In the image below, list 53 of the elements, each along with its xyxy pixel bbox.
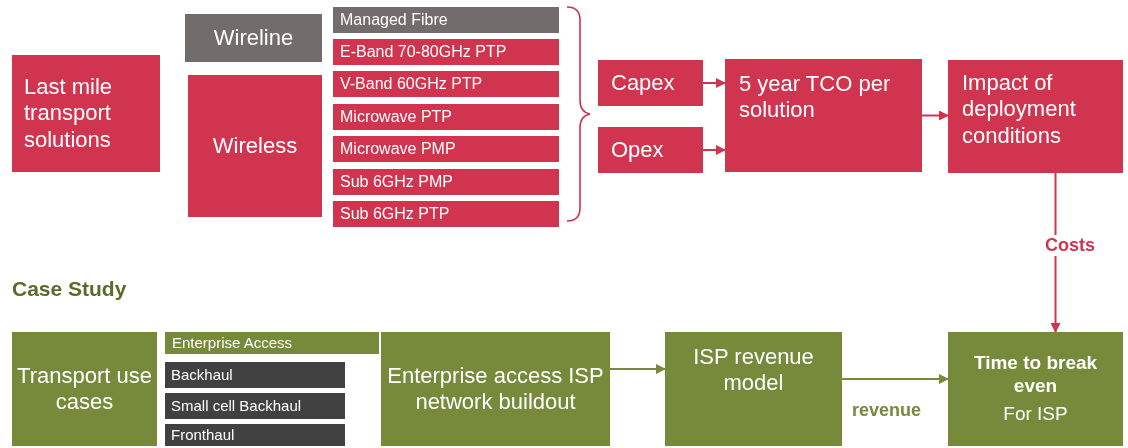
process-box <box>12 55 160 172</box>
process-box <box>333 136 559 162</box>
node-text: Opex <box>611 136 664 164</box>
edge-label: Costs <box>1043 235 1097 256</box>
node-text: V-Band 60GHz PTP <box>340 74 483 94</box>
process-box <box>333 71 559 97</box>
section-heading: Case Study <box>12 277 127 301</box>
node-text: Capex <box>611 69 675 97</box>
node-text: Sub 6GHz PTP <box>340 204 450 224</box>
category-box <box>188 75 322 217</box>
result-box <box>948 332 1123 446</box>
node-text: Enterprise Access <box>172 334 293 352</box>
node-text: Managed Fibre <box>340 10 448 30</box>
category-box <box>163 330 381 356</box>
process-box <box>333 7 559 33</box>
process-box <box>165 424 345 446</box>
process-box <box>948 60 1123 173</box>
node-text: Microwave PTP <box>340 107 453 127</box>
arrow <box>702 78 726 88</box>
node-text: ISP revenue model <box>692 344 815 397</box>
node-text: Wireline <box>213 24 294 52</box>
node-text: Last mile transport solutions <box>24 73 114 154</box>
process-box <box>598 127 703 173</box>
category-box <box>185 14 322 62</box>
node-text: 5 year TCO per solution <box>739 71 892 124</box>
node-text: Wireless <box>212 132 298 160</box>
process-box <box>333 104 559 130</box>
node-text: Impact of deployment conditions <box>962 70 1077 150</box>
node-text: Enterprise access ISP network buildout <box>386 362 605 416</box>
arrow <box>841 374 949 384</box>
node-text: Time to break even <box>972 351 1099 398</box>
process-box <box>333 201 559 227</box>
node-text: Fronthaul <box>171 426 235 444</box>
process-box <box>598 60 703 106</box>
process-box <box>333 169 559 195</box>
node-text: Backhaul <box>171 366 233 384</box>
node-text: For ISP <box>1003 403 1068 427</box>
node-text: Sub 6GHz PMP <box>340 172 453 192</box>
node-text: E-Band 70-80GHz PTP <box>340 42 507 62</box>
node-text: Microwave PMP <box>340 139 456 159</box>
process-box <box>381 332 610 446</box>
node-text: Transport use cases <box>16 362 153 416</box>
arrow <box>702 145 726 155</box>
process-box <box>665 332 842 446</box>
process-box <box>725 59 922 172</box>
node-text: Small cell Backhaul <box>171 397 302 415</box>
process-box <box>165 393 345 419</box>
arrow <box>1050 172 1061 333</box>
process-box <box>12 332 157 446</box>
arrow <box>921 110 949 121</box>
process-box <box>333 39 559 65</box>
process-box <box>165 362 345 388</box>
arrow <box>609 364 666 374</box>
